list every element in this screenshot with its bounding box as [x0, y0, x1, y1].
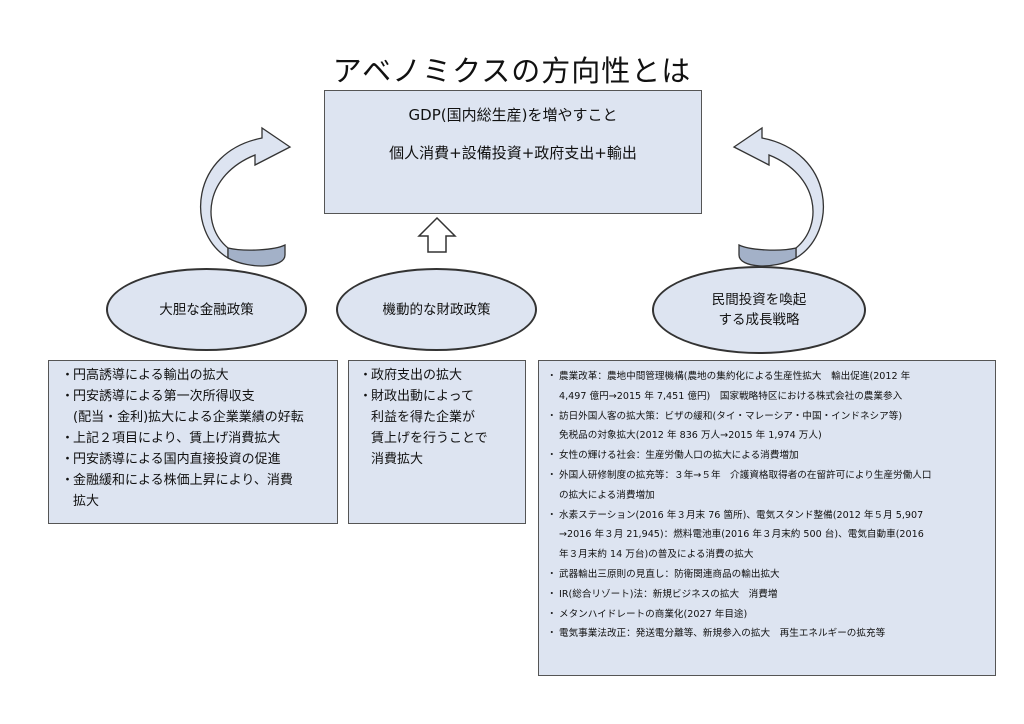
gdp-goal-text: GDP(国内総生産)を増やすこと	[408, 106, 618, 124]
list-item-text: メタンハイドレートの商業化(2027 年目途)	[559, 608, 748, 620]
list-item-continued: 免税品の対象拡大(2012 年 836 万人→2015 年 1,974 万人)	[559, 430, 822, 442]
list-item: ・円安誘導による国内直接投資の促進	[61, 449, 331, 470]
bullet: ・	[547, 608, 557, 620]
policy-growth-ellipse: 民間投資を喚起 する成長戦略	[652, 266, 866, 354]
bullet: ・	[61, 431, 75, 446]
growth-details-box: ・農業改革：農地中間管理機構(農地の集約化による生産性拡大 輸出促進(2012 …	[538, 360, 996, 676]
list-item: ・円高誘導による輸出の拡大	[61, 365, 331, 386]
list-item-text: 訪日外国人客の拡大策：ビザの緩和(タイ・マレーシア・中国・インドネシア等)	[559, 410, 903, 422]
policy-monetary-ellipse: 大胆な金融政策	[106, 268, 307, 351]
list-item-continued: 利益を得た企業が	[371, 410, 476, 425]
bullet: ・	[61, 368, 75, 383]
list-item: ・IR(総合リゾート)法：新規ビジネスの拡大 消費増	[547, 585, 989, 605]
policy-fiscal-label: 機動的な財政政策	[382, 301, 491, 318]
list-item-text: 金融緩和による株価上昇により、消費	[73, 473, 293, 488]
list-item-continued: →2016 年３月 21,945)：燃料電池車(2016 年３月末約 500 台…	[559, 529, 924, 541]
bullet: ・	[547, 450, 557, 462]
bullet: ・	[547, 469, 557, 481]
policy-fiscal-ellipse: 機動的な財政政策	[336, 268, 537, 351]
list-item-continued: 拡大	[73, 494, 100, 509]
list-item: ・水素ステーション(2016 年３月末 76 箇所)、電気スタンド整備(2012…	[547, 506, 989, 526]
right-curved-arrow	[732, 126, 824, 267]
list-item-text: 上記２項目により、賃上げ消費拡大	[73, 431, 281, 446]
bullet: ・	[547, 371, 557, 382]
list-item-continued: (配当・金利)拡大による企業業績の好転	[73, 410, 304, 425]
list-item-continued: 年３月末約 14 万台)の普及による消費の拡大	[559, 549, 754, 561]
list-item: ・外国人研修制度の拡充等：３年→５年 介護資格取得者の在留許可により生産労働人口	[547, 466, 989, 486]
list-item-text: 女性の輝ける社会：生産労働人口の拡大による消費増加	[559, 450, 799, 462]
list-item-text: 円安誘導による第一次所得収支	[73, 389, 255, 404]
list-item: ・財政出動によって	[359, 386, 519, 407]
list-item: ・電気事業法改正：発送電分離等、新規参入の拡大 再生エネルギーの拡充等	[547, 624, 989, 644]
list-item: ・女性の輝ける社会：生産労働人口の拡大による消費増加	[547, 446, 989, 466]
bullet: ・	[547, 410, 557, 422]
fiscal-details-box: ・政府支出の拡大 ・財政出動によって 利益を得た企業が 賃上げを行うことで 消費…	[348, 360, 526, 524]
list-item-text: 円高誘導による輸出の拡大	[73, 368, 229, 383]
list-item-text: 円安誘導による国内直接投資の促進	[73, 452, 281, 467]
list-item-text: 水素ステーション(2016 年３月末 76 箇所)、電気スタンド整備(2012 …	[559, 509, 924, 521]
list-item-continued: 消費拡大	[371, 452, 424, 467]
bullet: ・	[547, 628, 557, 640]
bullet: ・	[547, 588, 557, 600]
diagram-title: アベノミクスの方向性とは	[332, 54, 692, 88]
list-item: ・訪日外国人客の拡大策：ビザの緩和(タイ・マレーシア・中国・インドネシア等)	[547, 407, 989, 427]
list-item: ・政府支出の拡大	[359, 365, 519, 386]
list-item-text: 農業改革：農地中間管理機構(農地の集約化による生産性拡大 輸出促進(2012 年	[559, 371, 911, 382]
list-item-text: 財政出動によって	[371, 389, 474, 404]
bullet: ・	[547, 568, 557, 580]
list-item-text: 武器輸出三原則の見直し：防衛関連商品の輸出拡大	[559, 568, 780, 580]
policy-growth-label-line1: 民間投資を喚起	[711, 292, 807, 308]
list-item-text: 外国人研修制度の拡充等：３年→５年 介護資格取得者の在留許可により生産労働人口	[559, 469, 932, 481]
bullet: ・	[61, 473, 75, 488]
bullet: ・	[359, 389, 373, 404]
bullet: ・	[61, 389, 75, 404]
bullet: ・	[547, 509, 557, 521]
up-arrow	[417, 216, 457, 253]
list-item-text: 電気事業法改正：発送電分離等、新規参入の拡大 再生エネルギーの拡充等	[559, 628, 886, 640]
monetary-details-box: ・円高誘導による輸出の拡大 ・円安誘導による第一次所得収支 (配当・金利)拡大に…	[48, 360, 338, 524]
gdp-formula-text: 個人消費+設備投資+政府支出+輸出	[389, 144, 637, 162]
list-item: ・円安誘導による第一次所得収支	[61, 386, 331, 407]
policy-growth-label-line2: する成長戦略	[718, 312, 800, 328]
list-item: ・メタンハイドレートの商業化(2027 年目途)	[547, 605, 989, 625]
list-item: ・武器輸出三原則の見直し：防衛関連商品の輸出拡大	[547, 565, 989, 585]
gdp-goal-box: GDP(国内総生産)を増やすこと 個人消費+設備投資+政府支出+輸出	[324, 90, 702, 214]
list-item: ・上記２項目により、賃上げ消費拡大	[61, 428, 331, 449]
list-item-continued: 賃上げを行うことで	[371, 431, 488, 446]
bullet: ・	[359, 368, 373, 383]
list-item-continued: 4,497 億円→2015 年 7,451 億円) 国家戦略特区における株式会社…	[559, 390, 903, 402]
list-item-continued: の拡大による消費増加	[559, 489, 655, 501]
left-curved-arrow	[200, 126, 292, 267]
list-item-text: IR(総合リゾート)法：新規ビジネスの拡大 消費増	[559, 588, 778, 600]
list-item: ・農業改革：農地中間管理機構(農地の集約化による生産性拡大 輸出促進(2012 …	[547, 367, 989, 387]
bullet: ・	[61, 452, 75, 467]
list-item: ・金融緩和による株価上昇により、消費	[61, 470, 331, 491]
policy-monetary-label: 大胆な金融政策	[159, 301, 254, 318]
list-item-text: 政府支出の拡大	[371, 368, 463, 383]
